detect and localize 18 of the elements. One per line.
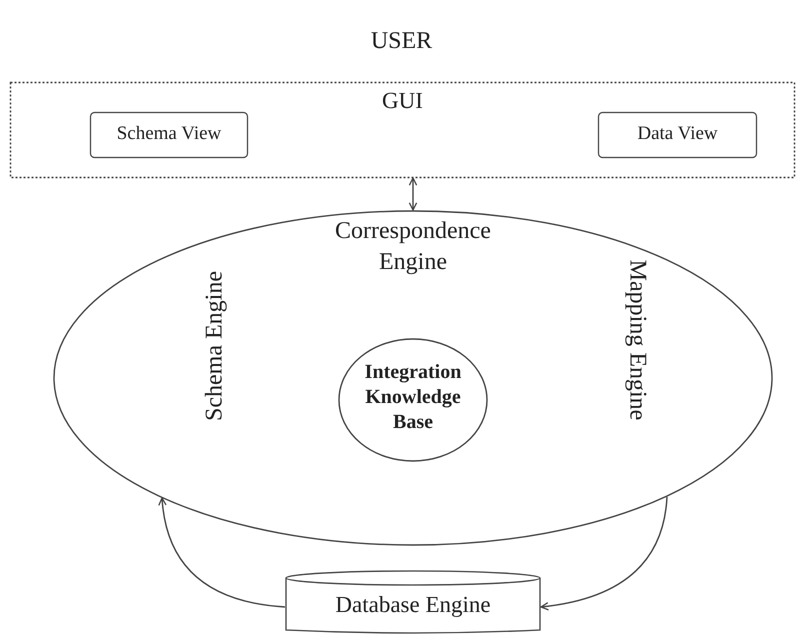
knowledge-base-ellipse	[338, 338, 488, 462]
gui-panel	[10, 82, 795, 178]
view-box	[90, 112, 248, 158]
node-label: Schema View	[116, 123, 222, 145]
node-label: Schema Engine	[202, 271, 228, 421]
node-label: GUI	[381, 88, 424, 114]
engine-ellipse	[53, 210, 773, 546]
node-label: Correspondence Engine	[334, 217, 492, 278]
double-arrow	[408, 177, 418, 211]
curved-arrow	[540, 496, 668, 610]
node-label: Mapping Engine	[624, 260, 650, 420]
curved-arrow	[158, 497, 286, 608]
heading-text: USER	[370, 28, 434, 55]
node-label: Data View	[636, 123, 719, 145]
node-label: Integration Knowledge Base	[364, 360, 462, 435]
node-label: Database Engine	[334, 592, 492, 618]
database-cylinder	[285, 570, 541, 634]
view-box	[598, 112, 757, 158]
